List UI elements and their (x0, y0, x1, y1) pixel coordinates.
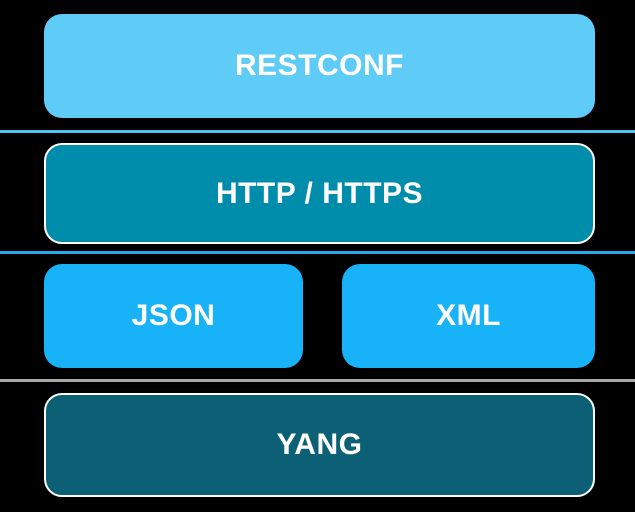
http-https-layer-label: HTTP / HTTPS (215, 176, 424, 210)
json-layer-label: JSON (131, 299, 216, 332)
divider-below-restconf (0, 130, 635, 133)
yang-layer-box: YANG (44, 393, 595, 497)
yang-layer-label: YANG (276, 428, 363, 461)
xml-layer-label: XML (436, 299, 501, 332)
json-layer-box: JSON (44, 264, 303, 368)
http-https-layer-box: HTTP / HTTPS (44, 143, 595, 244)
restconf-layer-label: RESTCONF (235, 49, 404, 82)
divider-below-json-xml (0, 379, 635, 382)
xml-layer-box: XML (342, 264, 595, 368)
divider-below-http (0, 251, 635, 254)
restconf-layer-box: RESTCONF (44, 14, 595, 118)
